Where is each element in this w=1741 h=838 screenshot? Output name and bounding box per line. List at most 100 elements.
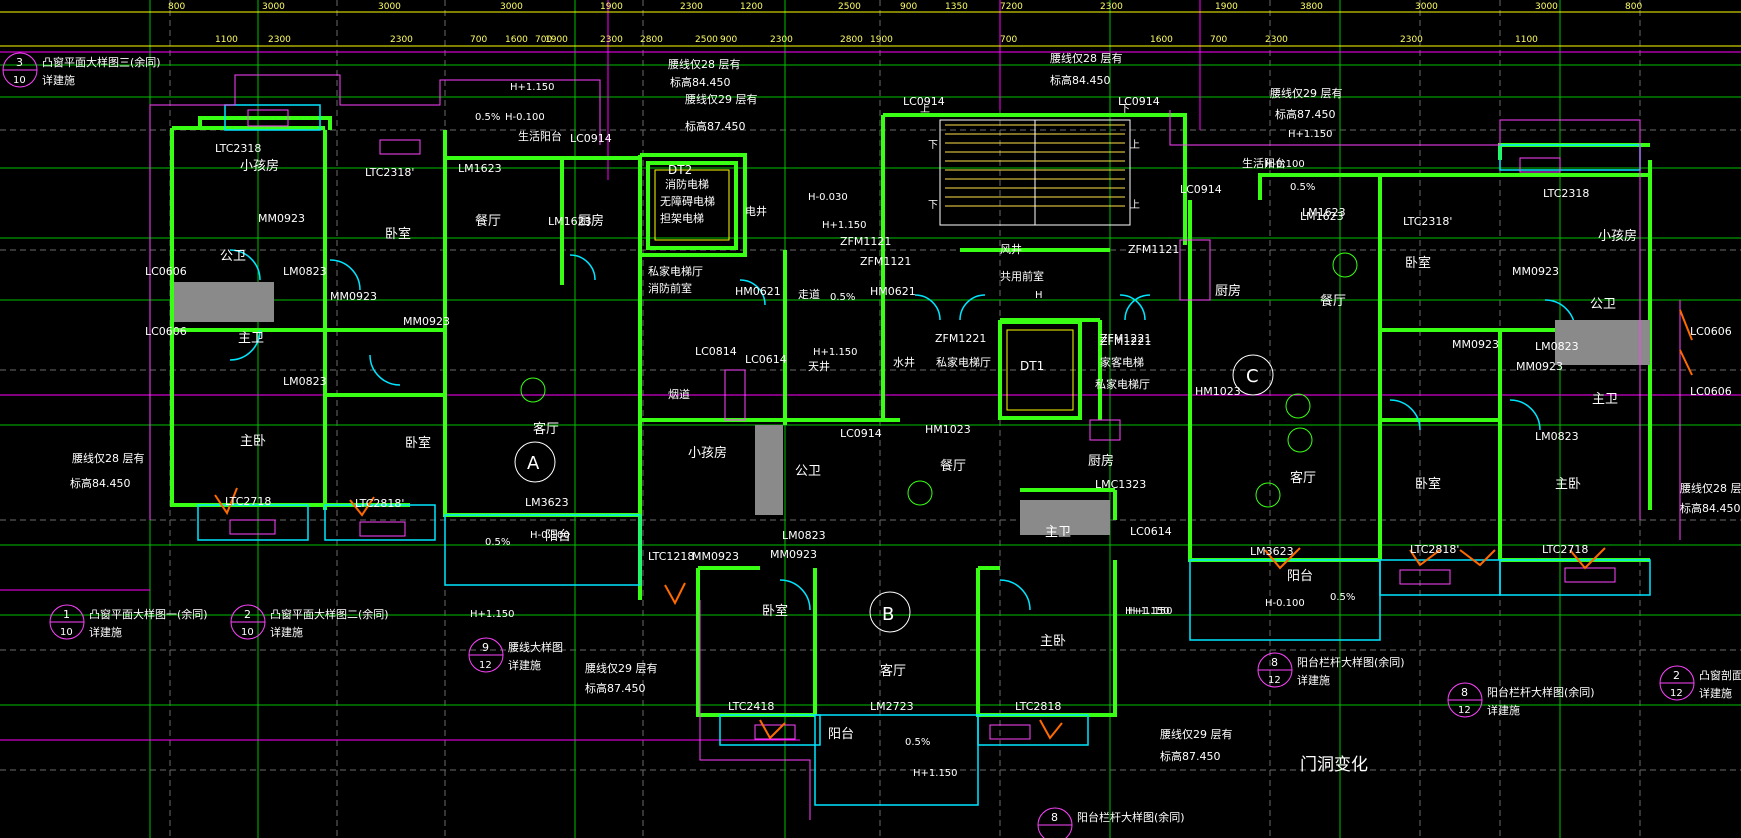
note-text: 标高87.450 <box>685 119 746 133</box>
elevation-value: H <box>1035 290 1043 301</box>
stair-direction: 下 <box>1120 104 1130 115</box>
note-text: 腰线仅29 层有 <box>685 92 758 106</box>
opening-code: LTC2718 <box>225 495 271 508</box>
dimension-second-value: 2500 <box>695 35 718 45</box>
callout-sheet: 10 <box>13 75 26 86</box>
note-text: 腰线仅29 层有 <box>585 661 658 675</box>
room-label-core: 无障碍电梯 <box>660 194 715 208</box>
dimension-top-value: 800 <box>1625 2 1642 12</box>
opening-code: LC0914 <box>1180 183 1222 196</box>
dimension-top-value: 2500 <box>838 2 861 12</box>
elevation-value: H+1.150 <box>1125 606 1170 617</box>
callout-title: 腰线大样图 <box>508 640 563 654</box>
room-label-unit-c: 厨房 <box>1215 283 1241 299</box>
slope-value: 0.5% <box>485 537 510 548</box>
opening-code: LM2723 <box>870 700 914 713</box>
room-label-unit-a: 卧室 <box>385 226 411 242</box>
opening-code: LTC2318' <box>1403 215 1452 228</box>
room-label-unit-a: 公卫 <box>220 249 246 264</box>
room-label-unit-c: 阳台 <box>1287 569 1313 584</box>
opening-code: LC0606 <box>1690 385 1732 398</box>
opening-code: LM1623 <box>1300 210 1344 223</box>
opening-code: MM0923 <box>692 550 739 563</box>
dimension-top-value: 800 <box>168 2 185 12</box>
slope-value: 0.5% <box>475 112 500 123</box>
opening-code: HM1023 <box>925 423 971 436</box>
dimension-second-value: 2300 <box>770 35 793 45</box>
room-label-core: 走道 <box>798 287 820 301</box>
callout-title: 凸窗平面大样图三(余同) <box>42 55 161 69</box>
opening-code: MM0923 <box>1516 360 1563 373</box>
note-text: 腰线仅28 层有 <box>1050 51 1123 65</box>
callout-number: 2 <box>244 608 251 621</box>
dimension-top-value: 1200 <box>740 2 763 12</box>
opening-code: LTC2718 <box>1542 543 1588 556</box>
opening-code: LTC2318' <box>365 166 414 179</box>
callout-title: 阳台栏杆大样图(余同) <box>1077 810 1185 824</box>
dimension-second-value: 2800 <box>640 35 663 45</box>
opening-code: LC0914 <box>903 95 945 108</box>
elevation-value: H-0.100 <box>1265 598 1305 609</box>
room-label-unit-c: 客厅 <box>1290 470 1316 486</box>
callout-subtitle: 详建施 <box>508 658 541 672</box>
opening-code: LM0823 <box>1535 340 1579 353</box>
dimension-lines <box>0 11 1741 47</box>
room-label-unit-a: 小孩房 <box>240 158 279 174</box>
opening-code: LC0606 <box>145 325 187 338</box>
elevation-value: H+1.150 <box>822 220 867 231</box>
room-label-unit-b: 客厅 <box>880 663 906 679</box>
room-label-core: 风井 <box>1000 242 1022 256</box>
note-text: 门洞变化 <box>1300 755 1368 775</box>
opening-code: LC0606 <box>1690 325 1732 338</box>
stair-direction-marks: 下上下上上下 <box>920 103 1140 211</box>
elevation-value: H+1.150 <box>510 82 555 93</box>
opening-code: LM0823 <box>782 529 826 542</box>
opening-code: HM0621 <box>735 285 781 298</box>
opening-code: LM0823 <box>283 265 327 278</box>
room-label-unit-c: 主卫 <box>1592 392 1618 407</box>
opening-code: ZFM1121 <box>1128 243 1179 256</box>
opening-code-labels: LTC2318LTC2318'LM1623LM1623LC0914MM0923L… <box>145 95 1732 713</box>
opening-code: LC0914 <box>1118 95 1160 108</box>
dimension-second-value: 1900 <box>545 35 568 45</box>
room-label-core: 私家电梯厅 <box>648 264 703 278</box>
room-label-core: 电井 <box>745 204 767 218</box>
opening-code: LMC1323 <box>1095 478 1146 491</box>
opening-code: LM0823 <box>283 375 327 388</box>
dimension-second-value: 700 <box>1000 35 1017 45</box>
note-text: 腰线仅29 层有 <box>1270 86 1343 100</box>
dimension-second-value: 1600 <box>505 35 528 45</box>
hatched-areas <box>174 282 1650 535</box>
callout-subtitle: 详建施 <box>1297 673 1330 687</box>
room-label-core: 私家电梯厅 <box>936 355 991 369</box>
callout-sheet: 10 <box>241 627 254 638</box>
opening-code: LC0614 <box>745 353 787 366</box>
opening-code: MM0923 <box>403 315 450 328</box>
room-label-core: 生活阳台 <box>1242 156 1286 170</box>
opening-code: MM0923 <box>330 290 377 303</box>
elevation-value: H+1.150 <box>913 768 958 779</box>
room-label-unit-a: 主卫 <box>238 331 264 346</box>
opening-code: MM0923 <box>1512 265 1559 278</box>
opening-code: ZFM1121 <box>840 235 891 248</box>
room-label-unit-a: 客厅 <box>533 421 559 437</box>
dimension-top-value: 1900 <box>600 2 623 12</box>
elevation-value: H+1.150 <box>1128 606 1173 617</box>
dimension-second-value: 2300 <box>268 35 291 45</box>
room-label-core: 私家电梯厅 <box>1095 377 1150 391</box>
detail-callouts: 310凸窗平面大样图三(余同)详建施110凸窗平面大样图一(余同)详建施210凸… <box>2 52 1741 838</box>
callout-subtitle: 详建施 <box>89 625 122 639</box>
opening-code: MM0923 <box>258 212 305 225</box>
room-label-unit-b: 主卧 <box>1040 634 1066 649</box>
dimension-second-value: 2800 <box>840 35 863 45</box>
slope-value: 0.5% <box>905 737 930 748</box>
callout-number: 8 <box>1461 686 1468 699</box>
note-text: 标高87.450 <box>585 681 646 695</box>
stair-direction: 上 <box>1130 199 1140 211</box>
dimension-top-value: 3000 <box>262 2 285 12</box>
room-label-unit-a: 厨房 <box>578 213 604 229</box>
callout-title: 凸窗剖面大样图(余同) <box>1699 668 1741 682</box>
elevation-value: H-0.030 <box>808 192 848 203</box>
callout-number: 9 <box>482 641 489 654</box>
